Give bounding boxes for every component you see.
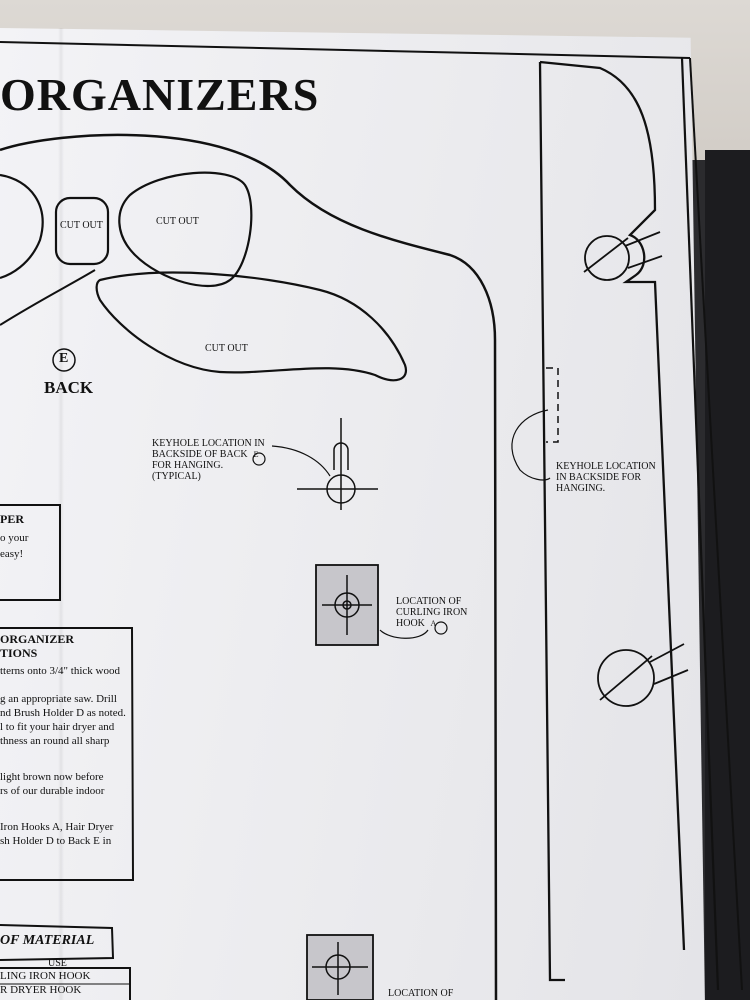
strip-keyhole-top	[583, 231, 663, 281]
curling-hook-text: LOCATION OF CURLING IRON HOOK A	[396, 596, 468, 629]
pattern-sheet	[0, 28, 705, 1000]
bottom-location-text: LOCATION OF	[388, 988, 454, 999]
strip-dashed-keyhole	[546, 367, 559, 443]
cutout-left-partial	[0, 173, 44, 280]
right-border	[689, 57, 743, 991]
back-letter-circle	[52, 348, 76, 372]
page-title: ORGANIZERS	[0, 69, 320, 120]
back-piece-outline-left	[0, 269, 96, 326]
materials-header: USE	[48, 958, 67, 969]
back-label: BACK	[44, 378, 94, 397]
back-piece-outline	[0, 133, 498, 1000]
cutout-small	[54, 196, 110, 266]
cutout-middle	[118, 171, 253, 288]
side-strip-outline	[538, 60, 686, 982]
paper-box-title: PER	[0, 512, 24, 526]
cutout-label-large: CUT OUT	[205, 343, 248, 354]
keyhole-back-text: KEYHOLE LOCATION IN BACKSIDE OF BACK E F…	[152, 438, 265, 482]
materials-title: OF MATERIAL	[0, 933, 95, 948]
curling-hook-crosshair	[322, 575, 372, 635]
right-border-inner	[680, 57, 720, 991]
keyhole-back-leader	[271, 445, 331, 477]
instructions-box-border	[0, 627, 135, 881]
keyhole-side-text: KEYHOLE LOCATION IN BACKSIDE FOR HANGING…	[556, 461, 656, 494]
keyhole-symbol-back	[297, 418, 378, 510]
strip-keyhole-bottom	[597, 643, 689, 707]
paper-box-border	[0, 504, 61, 601]
back-letter: E	[59, 351, 69, 366]
strip-keyhole-leader	[511, 409, 551, 481]
instructions-title: ORGANIZER TIONS	[0, 632, 75, 660]
bottom-hook-crosshair	[312, 942, 368, 995]
cutout-label-middle: CUT OUT	[156, 216, 199, 227]
materials-rows: LING IRON HOOK R DRYER HOOK	[0, 970, 91, 996]
top-border-line	[0, 41, 691, 59]
instructions-text: tterns onto 3/4" thick wood g an appropr…	[0, 665, 126, 847]
keyhole-back-letter-circle	[252, 452, 266, 466]
curling-hook-leader	[379, 629, 429, 639]
paper-box-text: o your easy!	[0, 532, 29, 560]
materials-box-border	[0, 924, 131, 1000]
cutout-large	[95, 271, 408, 382]
cutout-label-small: CUT OUT	[60, 220, 103, 231]
curling-hook-letter-circle	[434, 621, 448, 635]
